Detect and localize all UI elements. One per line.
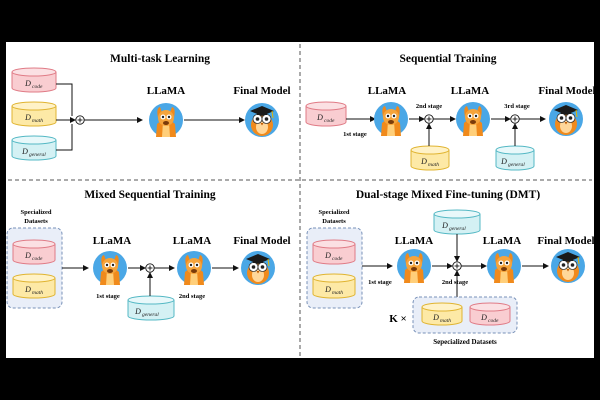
label-final-model: Final Model: [233, 85, 290, 97]
label-final-model: Final Model: [233, 235, 290, 247]
dataset-subscript: general: [142, 312, 159, 318]
dataset-symbol: D: [24, 113, 31, 122]
add-circle-icon: [510, 114, 520, 124]
add-circle-icon: [145, 263, 155, 273]
panel-multitask: Multi-task Learning D code D math D gene…: [11, 53, 291, 161]
llama-icon: [177, 251, 211, 285]
label-llama: LLaMA: [368, 85, 407, 97]
panel-title-dmt: Dual-stage Mixed Fine-tuning (DMT): [356, 189, 540, 201]
dataset-subscript: math: [32, 118, 43, 124]
label-llama: LLaMA: [483, 235, 522, 247]
dataset-symbol: D: [420, 157, 427, 166]
graduate-owl-icon: [240, 250, 276, 286]
dataset-general: D general: [127, 295, 175, 321]
label-llama: LLaMA: [147, 85, 186, 97]
label-llama: LLaMA: [173, 235, 212, 247]
dataset-general: D general: [11, 135, 57, 161]
dataset-subscript: math: [32, 290, 43, 296]
connector: [56, 83, 73, 116]
label-specialized-line1: Specialized: [318, 209, 349, 216]
dataset-code: D code: [469, 302, 511, 326]
dataset-symbol: D: [24, 285, 31, 294]
llama-icon: [397, 249, 431, 283]
dataset-symbol: D: [480, 313, 487, 322]
label-stage2: 2nd stage: [179, 293, 205, 300]
label-k-times: K ×: [389, 313, 407, 325]
graduate-owl-icon: [550, 248, 586, 284]
dataset-symbol: D: [24, 251, 31, 260]
label-llama: LLaMA: [93, 235, 132, 247]
llama-icon: [374, 102, 408, 136]
dataset-subscript: general: [449, 226, 466, 232]
dataset-code: D code: [312, 239, 356, 265]
llama-icon: [149, 103, 183, 137]
dataset-general: D general: [433, 209, 481, 235]
dataset-subscript: math: [440, 318, 451, 324]
label-stage1: 1st stage: [96, 293, 120, 300]
label-llama: LLaMA: [395, 235, 434, 247]
dataset-subscript: code: [324, 118, 335, 124]
label-sepecialized-datasets: Sepecialized Datasets: [433, 338, 497, 346]
llama-icon: [93, 251, 127, 285]
dataset-general: D general: [495, 145, 535, 171]
dataset-subscript: code: [332, 256, 343, 262]
label-stage1: 1st stage: [343, 131, 367, 138]
panel-dmt: Dual-stage Mixed Fine-tuning (DMT) Speci…: [306, 189, 595, 346]
dataset-subscript: math: [332, 290, 343, 296]
panel-title-mixed-sequential: Mixed Sequential Training: [84, 189, 215, 201]
label-final-model: Final Model: [538, 85, 595, 97]
graduate-owl-icon: [548, 101, 584, 137]
llama-icon: [487, 249, 521, 283]
connector: [56, 124, 73, 151]
dataset-symbol: D: [324, 285, 331, 294]
dataset-subscript: general: [29, 152, 46, 158]
label-stage1: 1st stage: [368, 279, 392, 286]
panel-title-multitask: Multi-task Learning: [110, 53, 210, 65]
dataset-subscript: general: [508, 162, 525, 168]
panel-sequential: Sequential Training D code 1st stage LLa…: [305, 53, 596, 171]
graduate-owl-icon: [244, 102, 280, 138]
dataset-symbol: D: [500, 157, 507, 166]
dataset-symbol: D: [24, 79, 31, 88]
dataset-math: D math: [312, 273, 356, 299]
dataset-symbol: D: [441, 221, 448, 230]
dataset-math: D math: [11, 101, 57, 127]
label-stage3: 3rd stage: [504, 103, 530, 110]
add-circle-icon: [75, 115, 85, 125]
dataset-symbol: D: [432, 313, 439, 322]
dataset-subscript: code: [488, 318, 499, 324]
dataset-symbol: D: [21, 147, 28, 156]
dataset-symbol: D: [134, 307, 141, 316]
dataset-symbol: D: [324, 251, 331, 260]
label-llama: LLaMA: [451, 85, 490, 97]
panel-title-sequential: Sequential Training: [399, 53, 496, 65]
dataset-code: D code: [11, 67, 57, 93]
dataset-math: D math: [421, 302, 463, 326]
label-stage2: 2nd stage: [416, 103, 442, 110]
dataset-math: D math: [12, 273, 56, 299]
dataset-math: D math: [410, 145, 450, 171]
label-specialized-line1: Specialized: [20, 209, 51, 216]
add-circle-icon: [424, 114, 434, 124]
llama-icon: [456, 102, 490, 136]
label-specialized-line2: Datasets: [322, 218, 346, 225]
dataset-subscript: code: [32, 256, 43, 262]
panel-mixed-sequential: Mixed Sequential Training Specialized Da…: [6, 189, 291, 321]
add-circle-icon: [452, 261, 462, 271]
label-stage2: 2nd stage: [442, 279, 468, 286]
label-final-model: Final Model: [537, 235, 594, 247]
label-specialized-line2: Datasets: [24, 218, 48, 225]
dataset-symbol: D: [316, 113, 323, 122]
dataset-subscript: code: [32, 84, 43, 90]
dataset-code: D code: [12, 239, 56, 265]
dataset-subscript: math: [428, 162, 439, 168]
dataset-code: D code: [305, 101, 347, 127]
